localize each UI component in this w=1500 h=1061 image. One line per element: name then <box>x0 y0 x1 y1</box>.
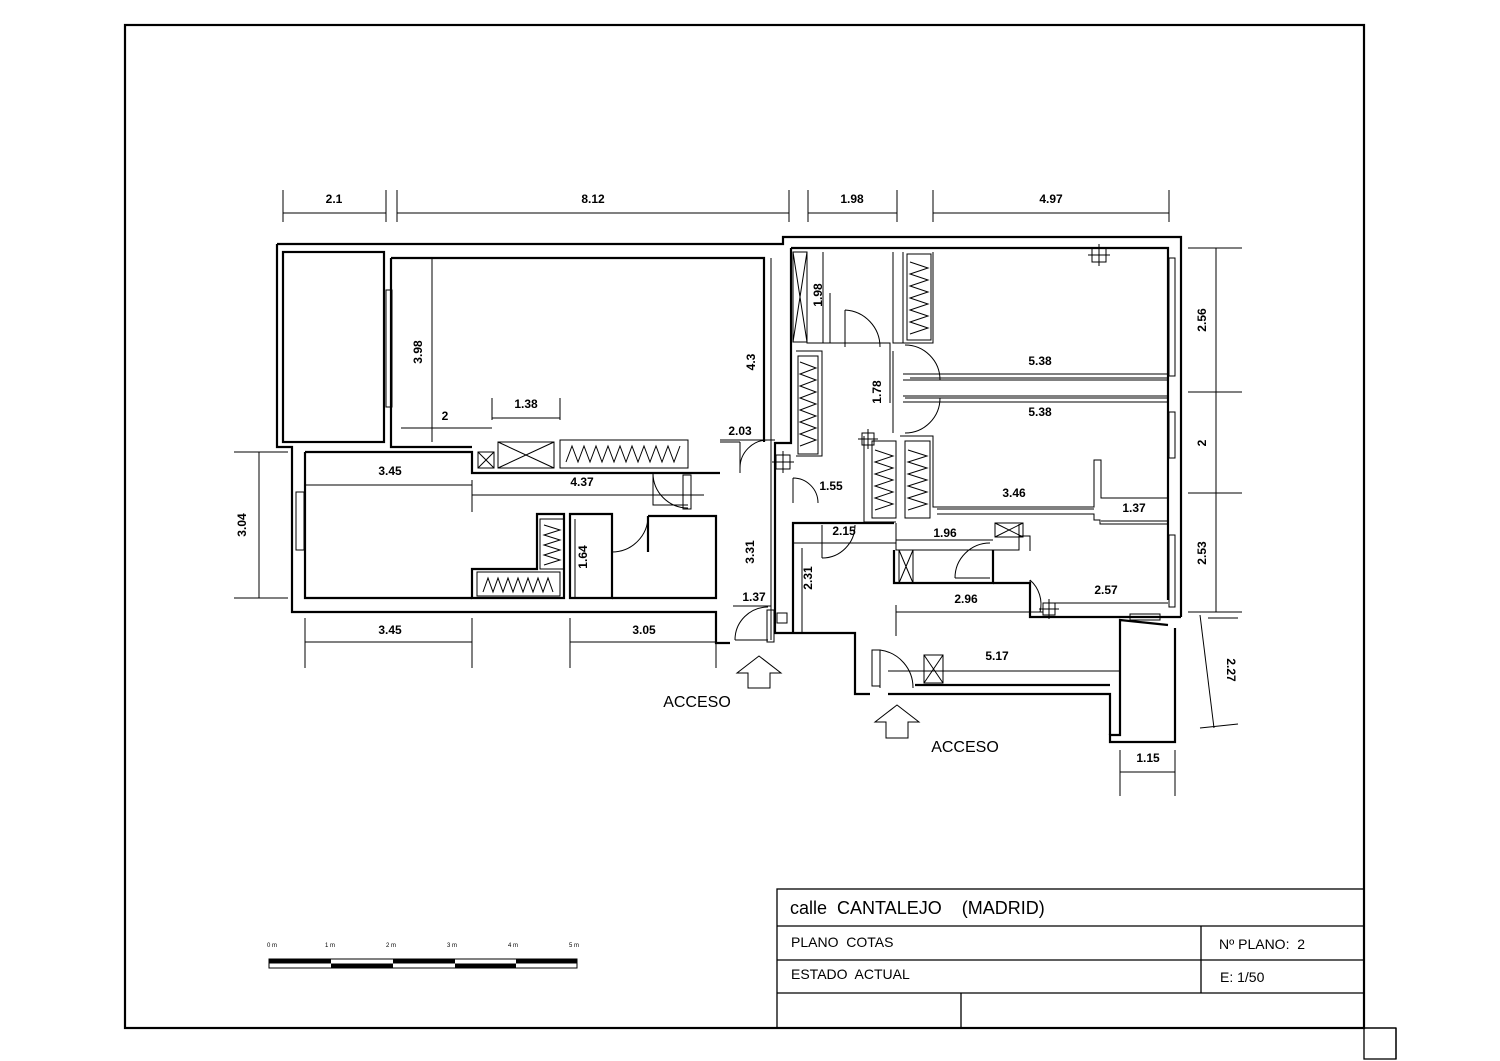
dim-1-37-right: 1.37 <box>1122 501 1146 515</box>
shafts <box>477 251 1024 684</box>
title-scale: E: 1/50 <box>1220 969 1265 985</box>
dim-2: 2 <box>442 409 449 423</box>
sheet-frame <box>123 23 1366 1030</box>
access-label-left: ACCESO <box>663 694 731 711</box>
access-arrow-icon <box>735 655 783 689</box>
dim-1-64: 1.64 <box>576 545 590 569</box>
dim-5-17: 5.17 <box>985 649 1009 663</box>
dim-3-05: 3.05 <box>632 623 656 637</box>
scale-tick-2: 2 m <box>386 943 396 949</box>
scale-tick-4: 4 m <box>508 943 518 949</box>
dim-2-57: 2.57 <box>1094 583 1118 597</box>
dim-5-38-lower: 5.38 <box>1028 405 1052 419</box>
dim-1-15: 1.15 <box>1136 751 1160 765</box>
left-dimension-chain <box>234 451 288 599</box>
dim-1-38: 1.38 <box>514 397 538 411</box>
scale-bar: 0 m 1 m 2 m 3 m 4 m 5 m <box>267 943 579 969</box>
dim-3-31: 3.31 <box>743 540 757 564</box>
dim-top-1-98: 1.98 <box>840 192 864 206</box>
dim-3-45-room: 3.45 <box>378 464 402 478</box>
scale-tick-5: 5 m <box>569 943 579 949</box>
dim-right-2-56: 2.56 <box>1195 308 1209 332</box>
access-arrow-icon <box>873 704 921 739</box>
top-dimension-chain <box>282 190 1170 222</box>
dim-1-96: 1.96 <box>933 526 957 540</box>
dim-top-2-1: 2.1 <box>326 192 343 206</box>
dim-3-04: 3.04 <box>235 513 249 537</box>
doors <box>611 309 1042 689</box>
title-plan-number: Nº PLANO: 2 <box>1219 936 1305 952</box>
title-block <box>776 888 1397 1060</box>
dim-1-55: 1.55 <box>819 479 843 493</box>
dim-1-37-left: 1.37 <box>742 590 766 604</box>
interior-walls <box>720 252 1168 551</box>
internal-dimension-lines <box>305 258 1168 672</box>
title-address: calle CANTALEJO (MADRID) <box>790 898 1045 918</box>
exterior-walls <box>275 235 1183 744</box>
dim-right-2-27: 2.27 <box>1224 658 1238 682</box>
dim-5-38-upper: 5.38 <box>1028 354 1052 368</box>
wardrobe-closets <box>476 253 932 597</box>
dim-right-2-53: 2.53 <box>1195 541 1209 565</box>
dim-2-15: 2.15 <box>832 524 856 538</box>
scale-tick-0: 0 m <box>267 943 277 949</box>
dim-4-3: 4.3 <box>744 353 758 370</box>
dim-3-45-bottom: 3.45 <box>378 623 402 637</box>
dim-2-96: 2.96 <box>954 592 978 606</box>
dim-1-98-vertical: 1.98 <box>811 283 825 307</box>
access-label-right: ACCESO <box>931 739 999 756</box>
bottom-dimension-chain <box>304 618 1176 796</box>
dim-3-46: 3.46 <box>1002 486 1026 500</box>
grid-symbols <box>772 244 1110 624</box>
scale-tick-1: 1 m <box>325 943 335 949</box>
title-plan-type: PLANO COTAS <box>791 934 893 950</box>
right-dimension-chain <box>1188 247 1242 729</box>
dim-2-03: 2.03 <box>728 424 752 438</box>
dim-4-37: 4.37 <box>570 475 594 489</box>
title-state: ESTADO ACTUAL <box>791 966 910 982</box>
dim-2-31: 2.31 <box>801 566 815 590</box>
scale-tick-3: 3 m <box>447 943 457 949</box>
dim-top-4-97: 4.97 <box>1039 192 1063 206</box>
dim-3-98: 3.98 <box>411 340 425 364</box>
windows <box>295 257 1176 621</box>
dim-1-78: 1.78 <box>870 380 884 404</box>
dim-top-8-12: 8.12 <box>581 192 605 206</box>
dim-right-2: 2 <box>1195 439 1209 446</box>
